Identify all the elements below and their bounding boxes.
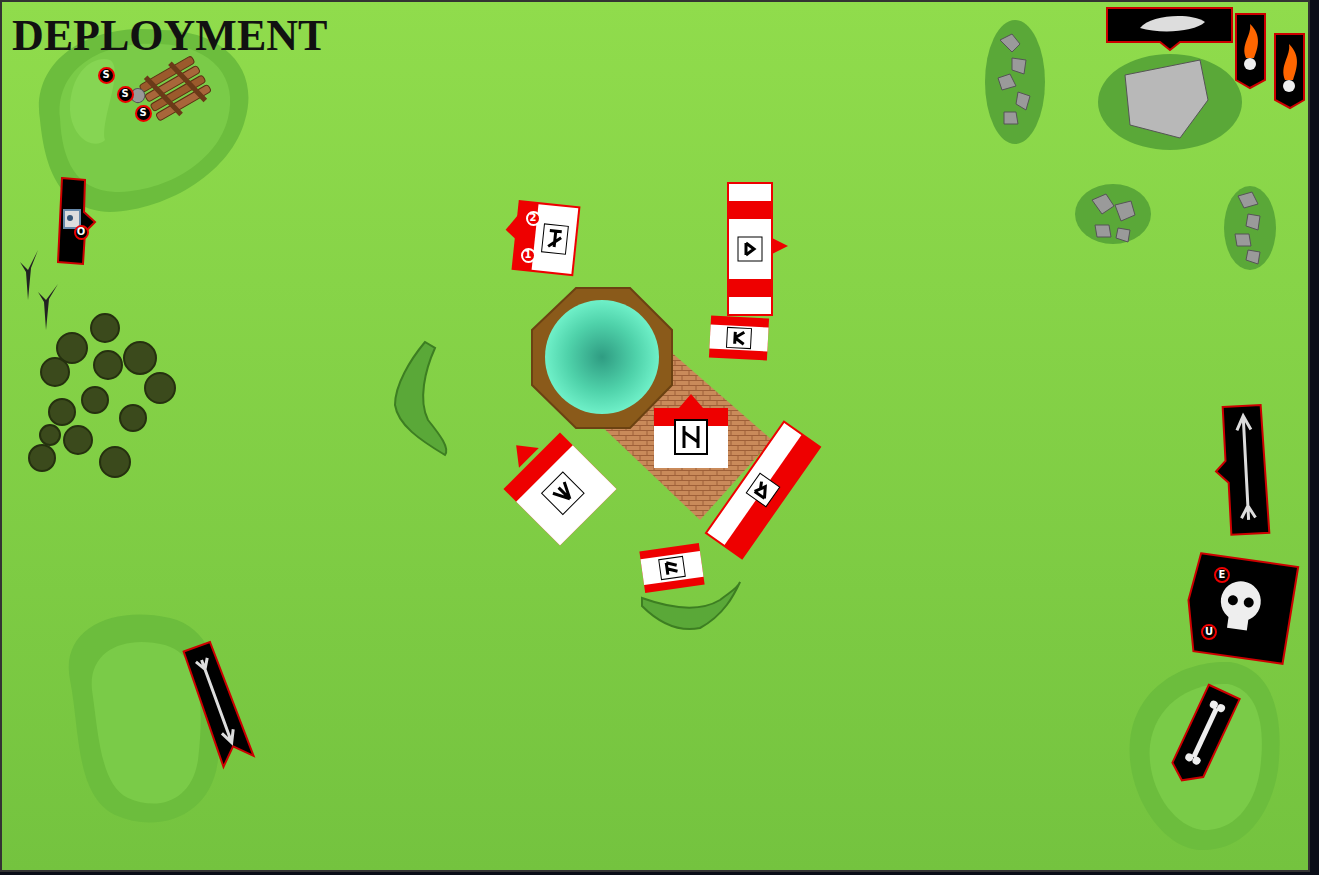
unit-marker-badge: S [135, 105, 152, 122]
hill [1130, 662, 1280, 850]
badge-letter: 2 [530, 213, 537, 223]
dwarf-unit [502, 199, 581, 276]
badge-letter: E [1219, 570, 1226, 580]
unit-marker-badge: E [1214, 567, 1230, 583]
unit-marker-badge: 2 [526, 211, 541, 226]
map-title: DEPLOYMENT [12, 14, 327, 58]
unit-marker-badge: S [117, 86, 134, 103]
badge-letter: S [121, 89, 128, 99]
unit-marker-badge: 1 [521, 248, 536, 263]
forest [29, 314, 175, 477]
badge-letter: 1 [525, 250, 532, 260]
dwarf-unit [488, 417, 617, 546]
unit-marker-badge: O [74, 225, 89, 240]
enemy-unit-banner [182, 641, 254, 767]
birds [20, 250, 58, 330]
dwarf-unit [709, 316, 769, 361]
badge-letter: U [1205, 627, 1213, 637]
well [532, 288, 672, 428]
enemy-unit-banner [1107, 8, 1304, 108]
badge-letter: O [77, 227, 86, 237]
unit-marker-badge: U [1201, 624, 1217, 640]
dwarf-unit [728, 183, 788, 315]
enemy-unit-banner [1213, 405, 1270, 535]
enemy-unit-banner [58, 178, 95, 264]
dwarf-unit [654, 394, 728, 468]
dwarf-unit [706, 422, 820, 559]
enemy-unit-banner [1167, 685, 1239, 788]
well-water [545, 300, 659, 414]
badge-letter: S [102, 70, 109, 80]
badge-letter: S [139, 108, 146, 118]
enemy-unit-banner [1182, 553, 1299, 665]
rocks [985, 20, 1276, 270]
wooden-barricade [126, 52, 214, 132]
unit-marker-badge: S [98, 67, 115, 84]
dwarf-unit [639, 543, 704, 593]
hedge [395, 342, 446, 455]
